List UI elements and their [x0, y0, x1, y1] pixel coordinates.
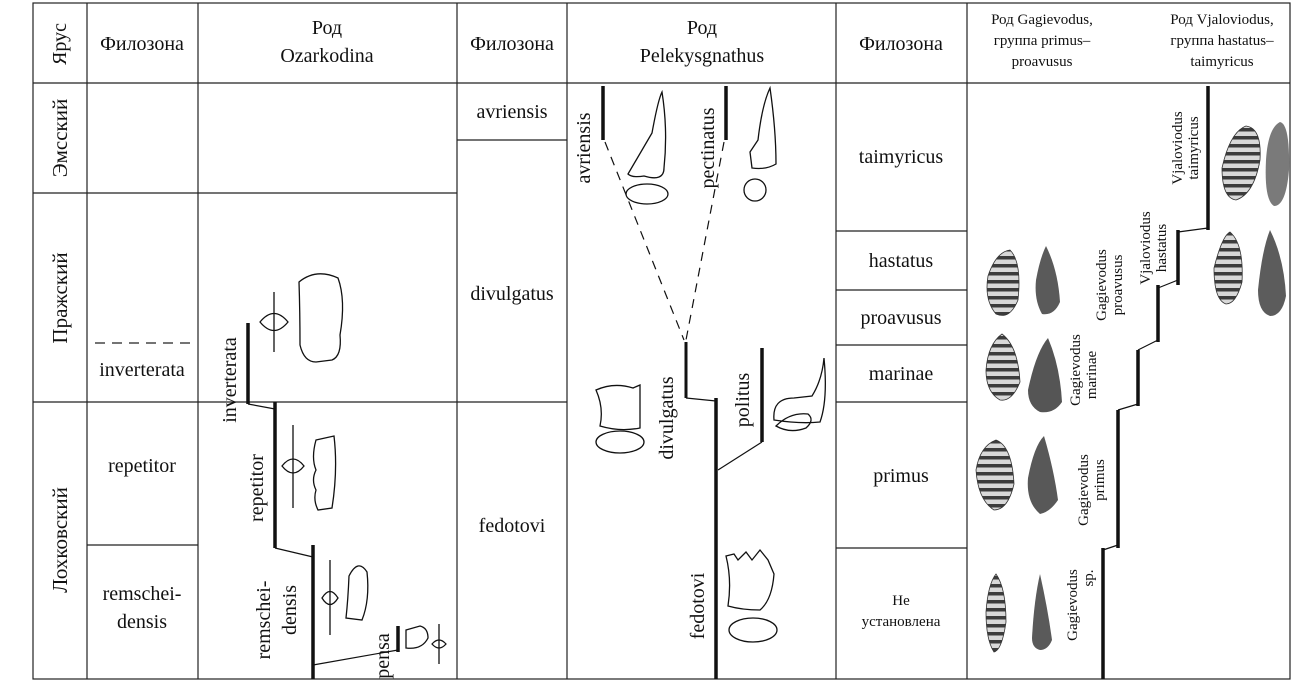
gag-lin-sp-2: sp.: [1081, 569, 1097, 586]
header-phylozone-3: Филозона: [859, 33, 943, 55]
header-phylozone-1: Филозона: [100, 33, 184, 55]
zone-marinae: marinae: [869, 363, 934, 385]
gag-lin-proavusus-1: Gagievodus: [1094, 249, 1110, 321]
header-stage: Ярус: [49, 23, 71, 65]
gag-lin-marinae-2: marinae: [1084, 351, 1100, 400]
gag-lin-primus-2: primus: [1092, 459, 1108, 501]
header-gagievodus-1: Род Gagievodus,: [991, 12, 1093, 28]
stage-lochkovian: Лохковский: [48, 487, 72, 593]
gag-lin-primus-1: Gagievodus: [1076, 454, 1092, 526]
zone-taimyricus: taimyricus: [859, 146, 944, 168]
oz-zone-inverterata: inverterata: [99, 359, 185, 381]
zone-primus: primus: [873, 465, 929, 487]
vja-lin-taimyricus-1: Vjaloviodus: [1170, 111, 1186, 184]
oz-zone-remscheidensis-2: densis: [117, 611, 167, 633]
vja-lin-hastatus-1: Vjaloviodus: [1138, 211, 1154, 284]
oz-lin-remscheidensis-2: densis: [279, 585, 301, 635]
header-genus-pelekysgnathus-2: Pelekysgnathus: [640, 45, 765, 67]
pel-lin-avriensis: avriensis: [573, 112, 595, 183]
oz-zone-remscheidensis-1: remschei-: [103, 583, 182, 605]
gag-lin-marinae-1: Gagievodus: [1068, 334, 1084, 406]
header-vjaloviodus-1: Род Vjaloviodus,: [1170, 12, 1274, 28]
vja-lin-taimyricus-2: taimyricus: [1186, 116, 1202, 179]
pel-lin-divulgatus: divulgatus: [656, 376, 678, 460]
oz-zone-repetitor: repetitor: [108, 455, 176, 477]
header-genus-ozarkodina-2: Ozarkodina: [280, 45, 373, 67]
zone-hastatus: hastatus: [869, 250, 934, 272]
header-vjaloviodus-2: группа hastatus–: [1170, 33, 1274, 49]
stage-pragian: Пражский: [48, 252, 72, 343]
pel-zone-fedotovi: fedotovi: [479, 515, 546, 537]
oz-lin-remscheidensis-1: remschei-: [253, 581, 275, 660]
zone-proavusus: proavusus: [860, 307, 941, 329]
oz-lin-repetitor: repetitor: [246, 454, 268, 522]
header-genus-pelekysgnathus-1: Род: [687, 17, 717, 39]
header-genus-ozarkodina-1: Род: [312, 17, 342, 39]
pel-lin-fedotovi: fedotovi: [687, 572, 709, 639]
gag-lin-sp-1: Gagievodus: [1065, 569, 1081, 641]
header-phylozone-2: Филозона: [470, 33, 554, 55]
stage-emsian: Эмсский: [48, 99, 72, 177]
pel-zone-divulgatus: divulgatus: [470, 283, 554, 305]
pel-lin-politus: politus: [732, 373, 754, 428]
zone-undetermined-2: установлена: [862, 614, 941, 630]
zone-undetermined-1: Не: [892, 593, 910, 609]
oz-lin-pensa: pensa: [372, 633, 394, 679]
oz-lin-inverterata: inverterata: [219, 337, 241, 423]
specimen-photos: [976, 122, 1289, 652]
header-vjaloviodus-3: taimyricus: [1190, 54, 1253, 70]
pel-zone-avriensis: avriensis: [476, 101, 547, 123]
gag-lin-proavusus-2: proavusus: [1110, 254, 1126, 315]
header-gagievodus-3: proavusus: [1012, 54, 1073, 70]
vja-lin-hastatus-2: hastatus: [1154, 224, 1170, 272]
pel-lin-pectinatus: pectinatus: [697, 107, 719, 188]
header-gagievodus-2: группа primus–: [994, 33, 1091, 49]
